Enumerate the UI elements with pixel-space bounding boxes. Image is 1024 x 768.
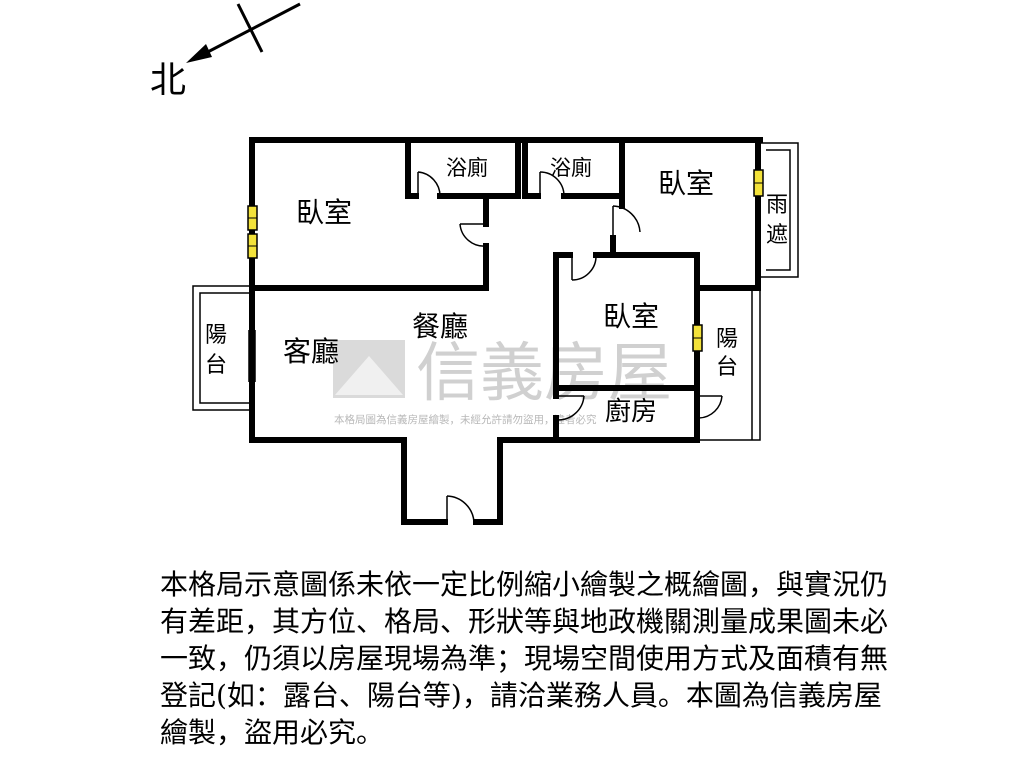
- watermark-notice: 本格局圖為信義房屋繪製，未經允許請勿盜用，違者必究: [334, 413, 597, 426]
- walls: [249, 137, 763, 525]
- balcony-left-label-1: 陽: [205, 323, 227, 348]
- disclaimer-text: 本格局示意圖係未依一定比例縮小繪製之概繪圖，與實況仍有差距，其方位、格局、形狀等…: [160, 568, 889, 749]
- balcony-right-label-2: 台: [716, 355, 738, 380]
- watermark: 信義房屋 本格局圖為信義房屋繪製，未經允許請勿盜用，違者必究: [333, 337, 672, 426]
- bath-right-label: 浴廁: [550, 156, 592, 180]
- doors: [248, 171, 723, 523]
- north-arrow-icon: [186, 2, 301, 63]
- dining-room-label: 餐廳: [412, 310, 468, 343]
- compass-label: 北: [150, 60, 186, 101]
- floor-plan: 北 信義房屋 本格局圖為信義房屋繪製，未經允許請勿盜用，違者必究: [150, 2, 799, 525]
- living-room-label: 客廳: [283, 335, 339, 368]
- balcony-left-label-2: 台: [205, 353, 227, 378]
- kitchen-label: 廚房: [605, 397, 657, 427]
- bath-left-label: 浴廁: [446, 156, 488, 180]
- bedroom-top-right-label: 臥室: [658, 167, 714, 200]
- awning-label-2: 遮: [766, 223, 788, 248]
- balcony-right-label-1: 陽: [716, 327, 738, 352]
- awning-label-1: 雨: [766, 193, 788, 218]
- bedroom-top-left-label: 臥室: [296, 196, 352, 229]
- watermark-brand: 信義房屋: [416, 337, 672, 411]
- bedroom-middle-label: 臥室: [603, 300, 659, 333]
